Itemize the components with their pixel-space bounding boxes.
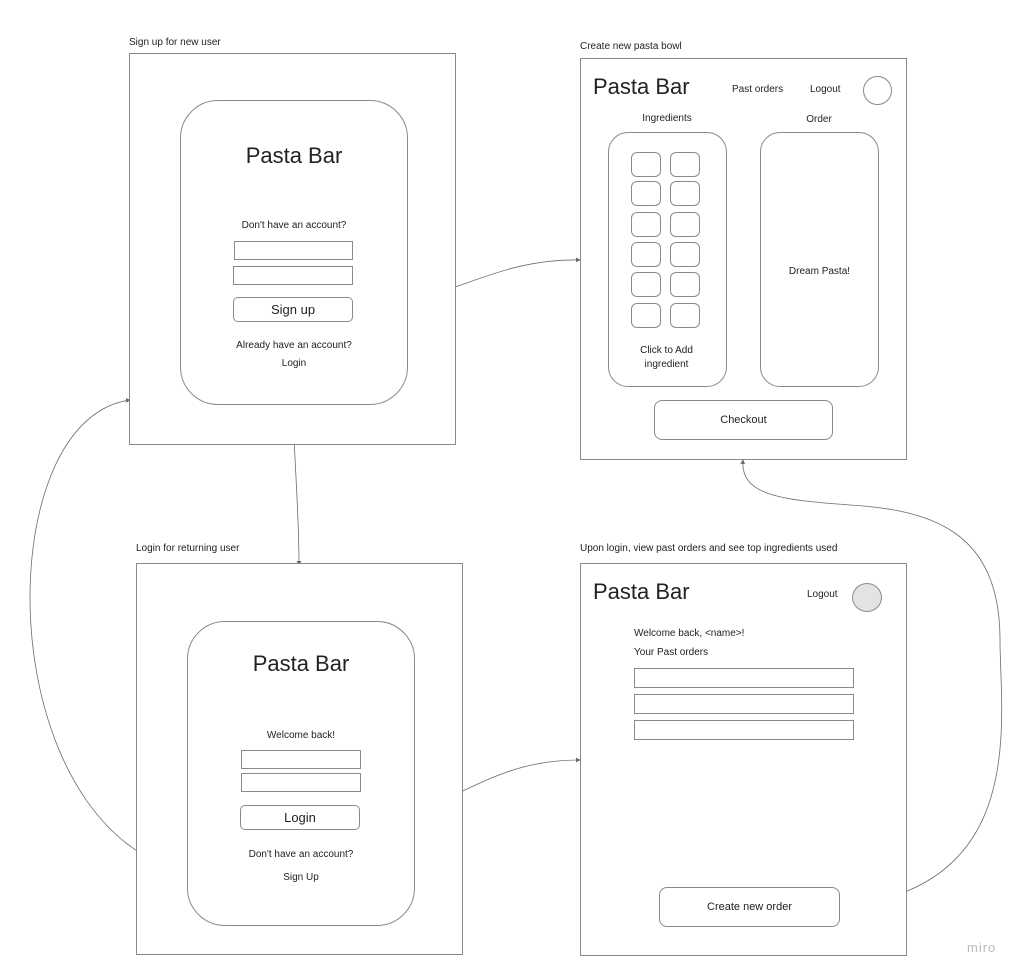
past-order-row[interactable]	[634, 720, 854, 740]
avatar[interactable]	[863, 76, 892, 105]
create-new-order-button[interactable]: Create new order	[659, 887, 840, 927]
ingredient-tile[interactable]	[670, 272, 700, 297]
connector-signup-link-to-signup	[29, 398, 221, 878]
signup-card: Pasta Bar Don't have an account? Sign up…	[180, 100, 408, 405]
your-past-orders-label: Your Past orders	[634, 647, 709, 658]
order-text: Dream Pasta!	[788, 266, 851, 277]
ingredient-tile[interactable]	[670, 303, 700, 328]
login-username-field[interactable]	[241, 750, 361, 769]
ingredient-tile[interactable]	[631, 212, 661, 237]
create-caption: Create new pasta bowl	[580, 41, 682, 52]
signup-button[interactable]: Sign up	[233, 297, 353, 322]
nav-past-orders[interactable]: Past orders	[732, 84, 784, 95]
ingredient-tile[interactable]	[670, 181, 700, 206]
ingredient-tile[interactable]	[631, 242, 661, 267]
past-order-row[interactable]	[634, 668, 854, 688]
ingredient-tile[interactable]	[631, 303, 661, 328]
login-welcome: Welcome back!	[266, 730, 336, 741]
ingredient-tile[interactable]	[670, 242, 700, 267]
ingredient-tile[interactable]	[631, 272, 661, 297]
ingredients-label: Ingredients	[642, 113, 692, 124]
signup-prompt: Don't have an account?	[241, 220, 347, 231]
signup-frame: Pasta Bar Don't have an account? Sign up…	[129, 53, 456, 445]
order-label: Order	[806, 114, 832, 125]
already-account-text: Already have an account?	[236, 340, 352, 351]
past-caption: Upon login, view past orders and see top…	[580, 543, 838, 554]
ingredient-tile[interactable]	[670, 212, 700, 237]
nav-logout[interactable]: Logout	[807, 589, 838, 600]
brand-title: Pasta Bar	[593, 579, 690, 604]
ingredient-tile[interactable]	[631, 152, 661, 177]
avatar[interactable]	[852, 583, 882, 612]
nav-logout[interactable]: Logout	[810, 84, 841, 95]
brand-title: Pasta Bar	[252, 651, 350, 676]
welcome-text: Welcome back, <name>!	[634, 628, 745, 639]
login-caption: Login for returning user	[136, 543, 240, 554]
past-order-row[interactable]	[634, 694, 854, 714]
signup-password-field[interactable]	[233, 266, 353, 285]
connector-create-order-to-create	[740, 459, 1003, 908]
no-account-text: Don't have an account?	[248, 849, 354, 860]
past-frame: Pasta Bar Logout Welcome back, <name>! Y…	[580, 563, 907, 956]
checkout-button[interactable]: Checkout	[654, 400, 833, 440]
ingredients-panel: Click to Add ingredient	[608, 132, 727, 387]
login-card: Pasta Bar Welcome back! Login Don't have…	[187, 621, 415, 926]
signup-link[interactable]: Sign Up	[283, 872, 319, 883]
create-frame: Pasta Bar Past orders Logout Ingredients…	[580, 58, 907, 460]
click-to-add-text: Click to Add ingredient	[640, 345, 693, 370]
brand-title: Pasta Bar	[593, 74, 690, 99]
ingredient-tile[interactable]	[631, 181, 661, 206]
login-frame: Pasta Bar Welcome back! Login Don't have…	[136, 563, 463, 955]
signup-username-field[interactable]	[234, 241, 353, 260]
login-password-field[interactable]	[241, 773, 361, 792]
ingredient-tile[interactable]	[670, 152, 700, 177]
signup-caption: Sign up for new user	[129, 37, 221, 48]
login-button[interactable]: Login	[240, 805, 360, 830]
order-panel: Dream Pasta!	[760, 132, 879, 387]
brand-title: Pasta Bar	[245, 143, 343, 168]
login-link[interactable]: Login	[281, 358, 307, 369]
miro-watermark: miro	[967, 940, 997, 955]
